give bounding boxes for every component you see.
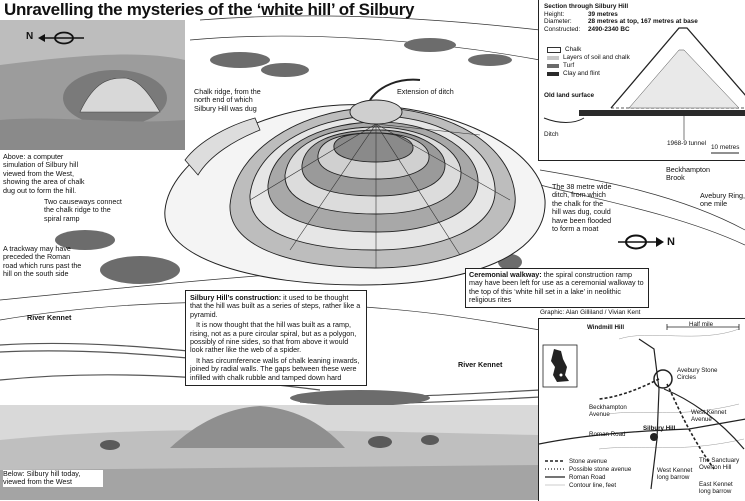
- ceremonial-walkway-box: Ceremonial walkway: the spiral construct…: [465, 268, 649, 308]
- ceremonial-heading: Ceremonial walkway:: [469, 270, 542, 279]
- construction-para-3: It has circumference walls of chalk lean…: [190, 355, 360, 382]
- caption-causeways: Two causeways connect the chalk ridge to…: [44, 197, 122, 223]
- map-silbury-hill: Silbury Hill: [643, 425, 676, 432]
- map-west-kennet-avenue: West Kennet Avenue: [691, 409, 727, 423]
- map-diagram: [539, 324, 745, 490]
- map-west-kennet-long-barrow: West Kennet long barrow: [657, 467, 693, 481]
- map-inset: Windmill Hill Half mile Avebury Stone Ci…: [538, 318, 745, 501]
- compass-right: N: [618, 234, 678, 252]
- map-avebury-stone-circles: Avebury Stone Circles: [677, 367, 718, 381]
- compass-n-label: N: [26, 31, 34, 42]
- section-title: Section through Silbury Hill: [544, 3, 629, 10]
- section-scale-label: 10 metres: [711, 144, 740, 151]
- label-river-kennet-left: River Kennet: [27, 313, 72, 322]
- section-inset: Section through Silbury Hill Height:39 m…: [538, 0, 745, 161]
- construction-para-1: Silbury Hill’s construction: it used to …: [190, 293, 361, 319]
- construction-para-2: It is now thought that the hill was buil…: [190, 320, 357, 355]
- section-old-land-surface: Old land surface: [544, 92, 595, 99]
- caption-chalk-ridge: Chalk ridge, from the north end of which…: [194, 87, 261, 113]
- map-legend-stone-avenue: Stone avenue: [569, 458, 608, 465]
- map-legend-roman-road: Roman Road: [569, 474, 606, 481]
- compass-n-label: N: [667, 236, 675, 248]
- ceremonial-body: the spiral construction ramp may have be…: [469, 270, 644, 305]
- caption-below: Below: Silbury hill today, viewed from t…: [3, 469, 103, 487]
- caption-trackway: A trackway may have preceded the Roman r…: [3, 244, 82, 279]
- caption-simulation: Above: a computer simulation of Silbury …: [3, 152, 85, 195]
- simulation-image: [0, 20, 185, 150]
- map-roman-road: Roman Road: [589, 431, 626, 438]
- section-tunnel-label: 1968-9 tunnel: [667, 140, 707, 147]
- graphic-credit: Graphic: Alan Gilliland / Vivian Kent: [540, 309, 641, 316]
- map-east-kennet-long-barrow: East Kennet long barrow: [699, 481, 733, 495]
- computer-simulation-panel: [0, 20, 185, 150]
- label-avebury-ring: Avebury Ring, one mile: [700, 191, 745, 209]
- caption-ditch-moat: The 38 metre wide ditch, from which the …: [552, 182, 612, 234]
- map-windmill-hill: Windmill Hill: [587, 324, 625, 331]
- label-river-kennet-right: River Kennet: [458, 360, 503, 369]
- label-beckhampton-brook: Beckhampton Brook: [666, 165, 710, 183]
- page-title: Unravelling the mysteries of the ‘white …: [4, 0, 415, 19]
- map-legend-possible-avenue: Possible stone avenue: [569, 466, 632, 473]
- map-half-mile: Half mile: [689, 321, 714, 328]
- section-legend: Chalk Layers of soil and chalk Turf Clay…: [547, 46, 630, 78]
- compass-left: N: [26, 30, 86, 46]
- section-ditch-label: Ditch: [544, 131, 559, 138]
- construction-box: Silbury Hill’s construction: it used to …: [185, 290, 367, 387]
- map-the-sanctuary: The Sanctuary Overton Hill: [699, 457, 740, 471]
- caption-extension-ditch: Extension of ditch: [397, 87, 454, 96]
- map-beckhampton-avenue: Beckhampton Avenue: [589, 404, 627, 418]
- section-diagram: [543, 27, 745, 154]
- section-stats: Height:39 metres Diameter:28 metres at t…: [544, 11, 698, 33]
- compass-arrow-icon: [618, 234, 664, 250]
- map-legend-contour: Contour line, feet: [569, 482, 617, 489]
- compass-arrow-icon: [38, 31, 84, 45]
